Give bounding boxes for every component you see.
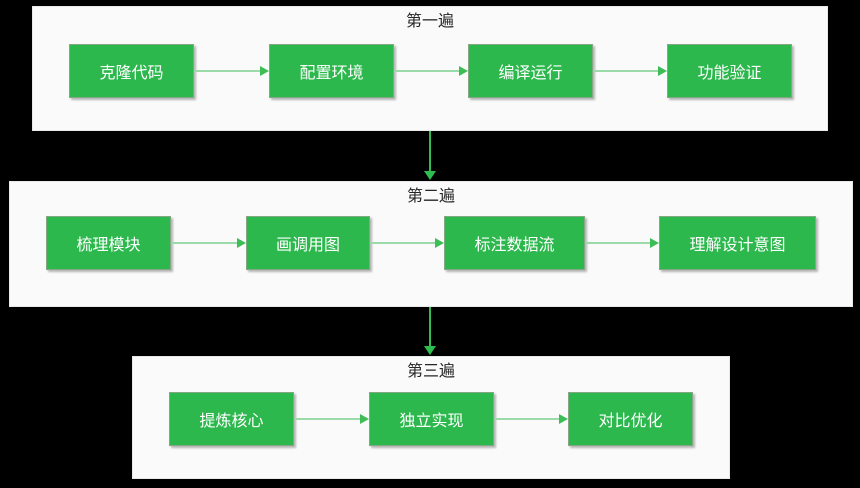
arrow-right-connector: [194, 66, 269, 76]
node-setup-environment: 配置环境: [269, 44, 394, 98]
arrow-right-connector: [585, 238, 659, 248]
arrow-down-icon: [424, 171, 436, 180]
arrow-line: [429, 307, 431, 347]
arrow-line: [370, 242, 436, 244]
node-extract-core: 提炼核心: [169, 392, 294, 446]
arrow-right-icon: [658, 66, 667, 76]
node-compare-optimize: 对比优化: [568, 392, 693, 446]
arrow-right-connector: [171, 238, 246, 248]
arrow-right-icon: [435, 238, 444, 248]
arrow-right-icon: [459, 66, 468, 76]
arrow-line: [294, 418, 361, 420]
node-clone-code: 克隆代码: [69, 44, 194, 98]
arrow-line: [494, 418, 560, 420]
arrow-down-connector: [424, 307, 436, 355]
arrow-right-icon: [260, 66, 269, 76]
pass-panel-3: 第三遍 提炼核心 独立实现 对比优化: [132, 356, 730, 479]
arrow-right-icon: [360, 414, 369, 424]
arrow-right-icon: [559, 414, 568, 424]
panel-title-pass-1: 第一遍: [405, 13, 454, 30]
arrow-right-connector: [294, 414, 369, 424]
node-implement-independently: 独立实现: [369, 392, 494, 446]
arrow-right-connector: [370, 238, 444, 248]
node-understand-design-intent: 理解设计意图: [659, 216, 816, 270]
node-compile-run: 编译运行: [468, 44, 593, 98]
arrow-line: [171, 242, 238, 244]
node-annotate-dataflow: 标注数据流: [444, 216, 585, 270]
arrow-line: [593, 70, 659, 72]
arrow-right-icon: [650, 238, 659, 248]
panel-title-pass-3: 第三遍: [406, 363, 455, 380]
node-verify-function: 功能验证: [667, 44, 792, 98]
arrow-down-icon: [424, 346, 436, 355]
arrow-line: [585, 242, 651, 244]
arrow-down-connector: [424, 131, 436, 180]
panel-title-pass-2: 第二遍: [406, 188, 455, 205]
node-draw-call-graph: 画调用图: [246, 216, 370, 270]
arrow-right-connector: [593, 66, 667, 76]
pass-panel-2: 第二遍 梳理模块 画调用图 标注数据流 理解设计意图: [9, 181, 853, 307]
arrow-right-connector: [494, 414, 568, 424]
pass-panel-1: 第一遍 克隆代码 配置环境 编译运行 功能验证: [32, 6, 828, 131]
node-sort-modules: 梳理模块: [46, 216, 171, 270]
arrow-right-connector: [394, 66, 468, 76]
arrow-line: [394, 70, 460, 72]
arrow-right-icon: [237, 238, 246, 248]
arrow-line: [194, 70, 261, 72]
arrow-line: [429, 131, 431, 172]
